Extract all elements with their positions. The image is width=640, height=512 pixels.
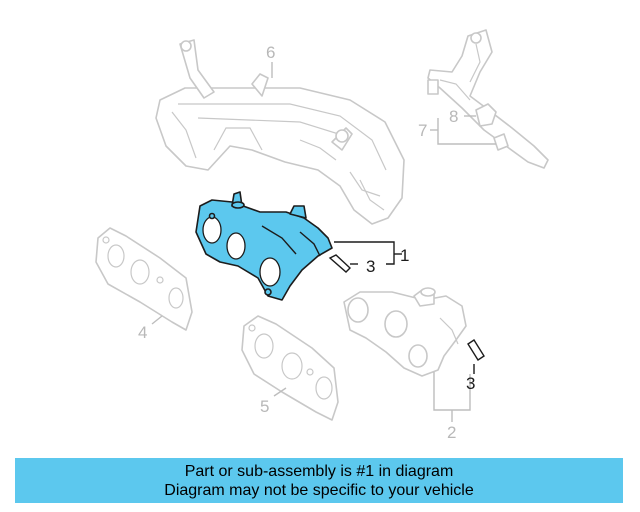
part-3-stud-lower — [467, 339, 485, 361]
part-3-stud-upper — [328, 254, 352, 273]
banner-line-1: Part or sub-assembly is #1 in diagram — [184, 462, 454, 480]
callout-2: 2 — [447, 423, 456, 442]
callout-4: 4 — [138, 323, 147, 342]
part-7-bracket — [427, 29, 549, 169]
callout-3-upper: 3 — [366, 257, 375, 276]
part-2-exhaust-manifold — [343, 287, 467, 377]
callout-8: 8 — [449, 107, 458, 126]
callout-1: 1 — [400, 246, 409, 265]
callout-3-lower: 3 — [466, 374, 475, 393]
info-banner: Part or sub-assembly is #1 in diagram Di… — [15, 458, 623, 503]
part-4-gasket — [95, 227, 193, 331]
part-1-exhaust-manifold-highlighted — [195, 191, 333, 301]
part-8-clip — [475, 103, 497, 127]
leader-lines — [151, 62, 496, 422]
banner-line-2: Diagram may not be specific to your vehi… — [164, 481, 474, 499]
part-6-intake-manifold — [155, 39, 405, 225]
callout-5: 5 — [260, 397, 269, 416]
part-5-gasket — [241, 315, 339, 421]
callout-7: 7 — [418, 121, 427, 140]
callout-6: 6 — [266, 43, 275, 62]
